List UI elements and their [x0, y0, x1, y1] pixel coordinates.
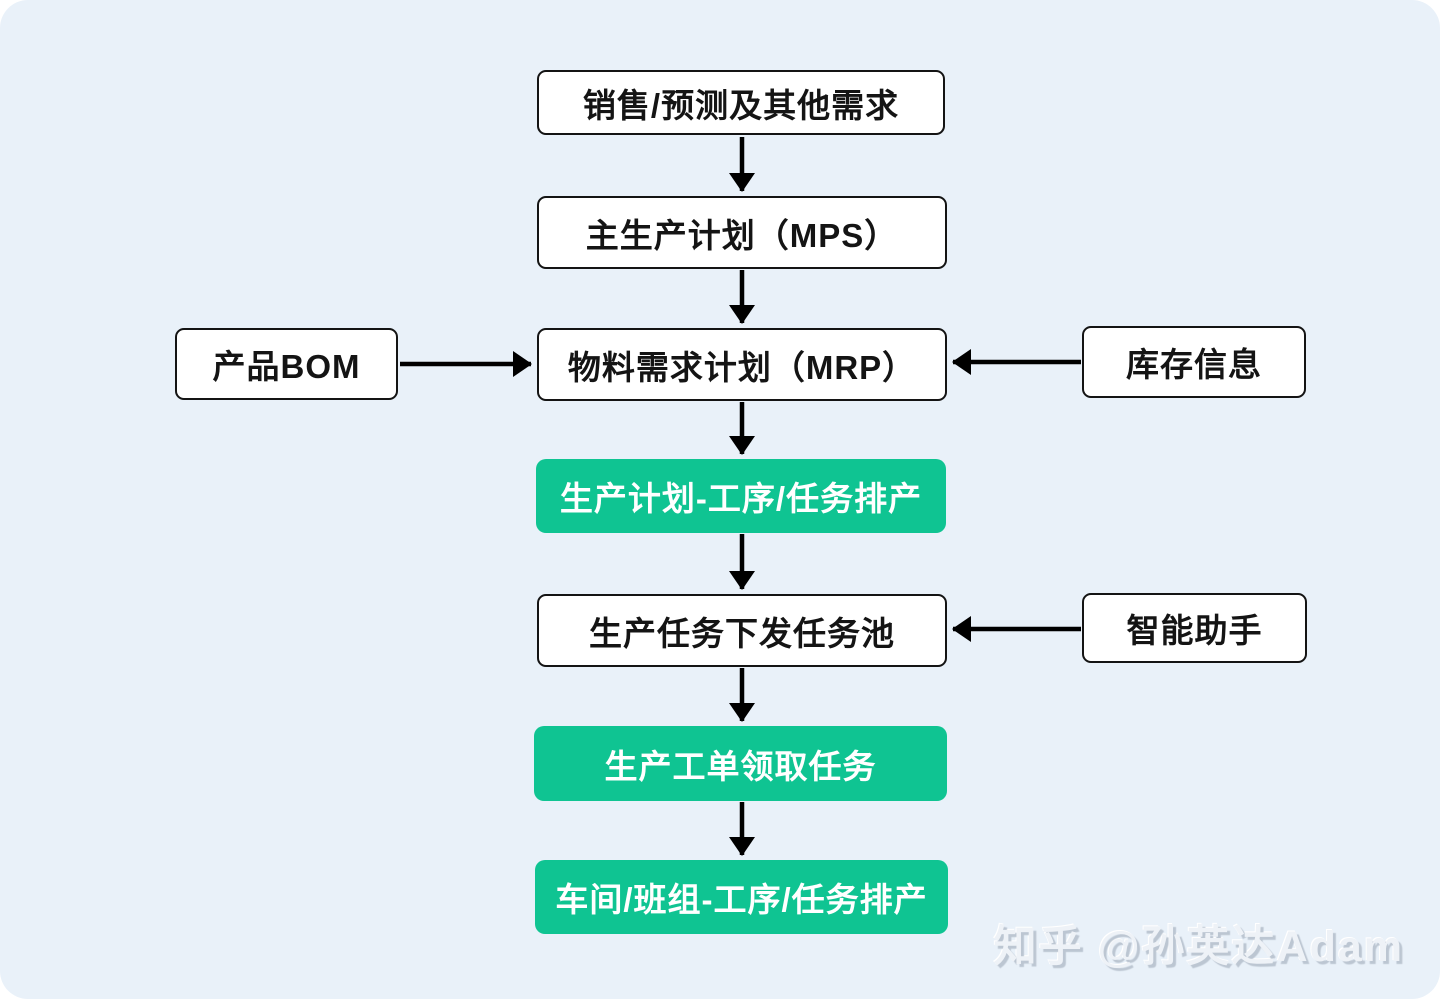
node-mrp: 物料需求计划（MRP）: [537, 328, 947, 401]
node-inventory-info: 库存信息: [1082, 326, 1306, 398]
node-product-bom: 产品BOM: [175, 328, 398, 400]
node-work-order: 生产工单领取任务: [534, 726, 947, 801]
node-task-pool: 生产任务下发任务池: [537, 594, 947, 667]
node-workshop-scheduling: 车间/班组-工序/任务排产: [535, 860, 948, 934]
node-mps: 主生产计划（MPS）: [537, 196, 947, 269]
node-plan-scheduling: 生产计划-工序/任务排产: [536, 459, 946, 533]
node-sales-forecast: 销售/预测及其他需求: [537, 70, 945, 135]
node-smart-assistant: 智能助手: [1082, 593, 1307, 663]
watermark: 知乎 @孙英达Adam: [993, 923, 1404, 971]
